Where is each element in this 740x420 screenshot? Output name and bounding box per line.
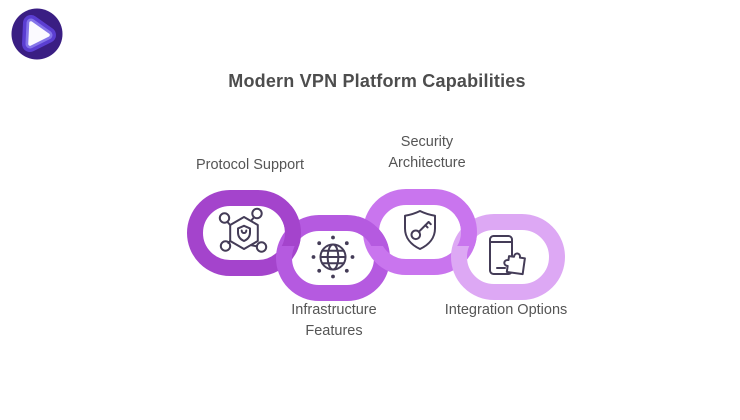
network-nodes-shield-icon <box>218 207 268 253</box>
chain-weave-patch-1 <box>281 206 301 246</box>
globe-node-dots <box>311 235 355 279</box>
globe-network-icon <box>311 235 355 279</box>
label-integration-options: Integration Options <box>444 302 568 318</box>
label-protocol-support: Protocol Support <box>195 157 304 173</box>
puzzle-piece-shape <box>503 252 526 276</box>
brand-logo-icon <box>11 8 63 60</box>
label-security-architecture: Security Architecture <box>388 134 466 171</box>
brand-logo-triangle-core <box>28 21 50 46</box>
chain-weave-patch-3 <box>455 205 477 246</box>
chain-link-4-ring <box>451 214 565 300</box>
page-title: Modern VPN Platform Capabilities <box>228 71 526 91</box>
shield-key-icon <box>404 210 436 250</box>
smartphone-puzzle-icon <box>489 235 526 276</box>
label-infrastructure-features: Infrastructure Features <box>291 302 377 339</box>
